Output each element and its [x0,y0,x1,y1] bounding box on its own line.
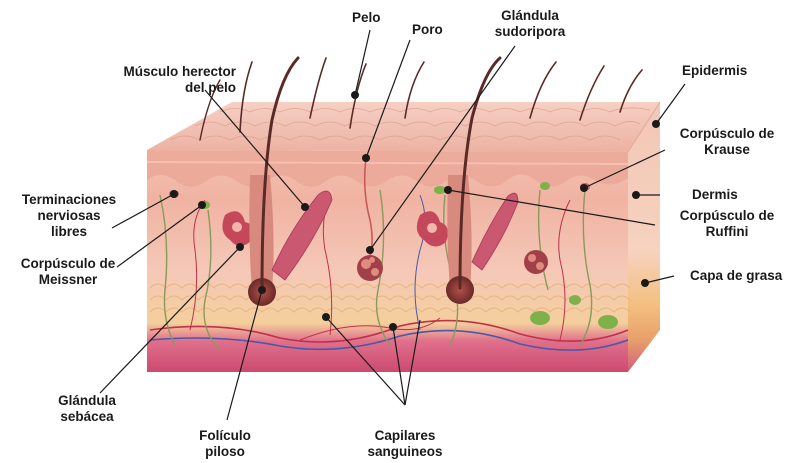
label-poro: Poro [412,22,443,38]
label-pelo: Pelo [352,10,381,26]
label-terminaciones: Terminaciones nerviosas libres [10,192,128,240]
label-corpusculo-ruffini: Corpúsculo de Ruffini [665,208,789,240]
label-corpusculo-meissner: Corpúsculo de Meissner [8,256,128,288]
label-capa-grasa: Capa de grasa [690,268,782,284]
label-foliculo-piloso: Folículo piloso [180,428,270,460]
label-corpusculo-krause: Corpúsculo de Krause [665,126,789,158]
label-glandula-sudoripora: Glándula sudoripora [480,8,580,40]
label-musculo-erector: Músculo herector del pelo [100,64,236,96]
label-dermis: Dermis [692,187,738,203]
label-epidermis: Epidermis [682,63,747,79]
label-glandula-sebacea: Glándula sebácea [42,393,132,425]
label-capilares: Capilares sanguineos [350,428,460,460]
